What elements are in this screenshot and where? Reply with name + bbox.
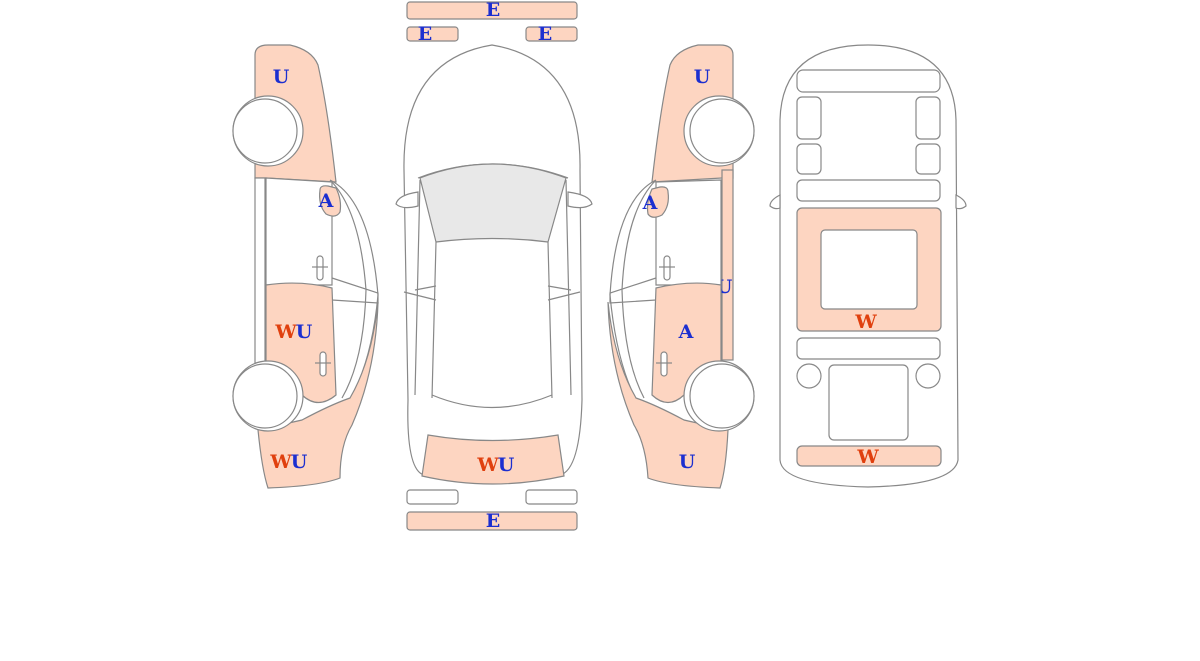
top-mirror-right[interactable] xyxy=(567,191,593,209)
top-side-lines xyxy=(403,179,581,399)
left-mirror-code: A xyxy=(318,190,334,212)
left-front-door-handle[interactable] xyxy=(316,255,324,281)
interior-floor-code: W xyxy=(854,311,877,333)
interior-front-right-small[interactable] xyxy=(915,143,941,175)
rear-bumper[interactable] xyxy=(406,511,578,531)
front-bumper-code: E xyxy=(486,0,500,21)
headlight-right-code: E xyxy=(538,23,552,45)
left-rocker[interactable] xyxy=(254,177,266,364)
right-rear-quarter[interactable] xyxy=(607,301,729,489)
interior-trunk[interactable] xyxy=(796,445,942,467)
top-trunk-code-w: W xyxy=(476,454,499,476)
left-b-pillar xyxy=(331,277,379,304)
rear-bumper-group: E xyxy=(406,489,578,532)
right-mirror-code: A xyxy=(642,192,658,214)
right-rear-wheel[interactable] xyxy=(689,363,755,429)
interior-front-right-seat[interactable] xyxy=(915,96,941,140)
interior-rear-bench[interactable] xyxy=(796,337,941,360)
right-front-door-handle[interactable] xyxy=(663,255,671,281)
interior-dashboard[interactable] xyxy=(796,69,941,93)
front-bumper[interactable] xyxy=(406,1,578,20)
headlight-left-code: E xyxy=(418,23,432,45)
interior-mirror-left[interactable] xyxy=(769,194,781,210)
right-rocker[interactable] xyxy=(721,169,734,361)
right-front-wheel[interactable] xyxy=(689,98,755,164)
top-view: W U xyxy=(395,44,593,485)
interior-trunk-code: W xyxy=(856,446,879,468)
left-front-wheel[interactable] xyxy=(232,98,298,164)
interior-front-bench[interactable] xyxy=(796,179,941,202)
right-rear-quarter-code: U xyxy=(679,451,696,473)
left-rear-wheel[interactable] xyxy=(232,363,298,429)
left-front-fender-code: U xyxy=(273,66,290,88)
interior-view: W W xyxy=(769,44,967,488)
interior-front-left-small[interactable] xyxy=(796,143,822,175)
right-b-pillar xyxy=(609,277,657,304)
left-rear-door-code-w: W xyxy=(274,321,297,343)
right-mirror[interactable] xyxy=(646,186,669,218)
left-rear-door-handle[interactable] xyxy=(319,351,327,377)
interior-front-left-seat[interactable] xyxy=(796,96,822,140)
left-side-view: W U W U U A xyxy=(232,44,379,489)
top-rear-window xyxy=(431,394,553,409)
interior-rear-right-knob[interactable] xyxy=(915,363,941,389)
taillight-right[interactable] xyxy=(525,489,578,505)
right-side-view: U A A U U xyxy=(607,44,755,489)
headlight-left[interactable] xyxy=(406,26,459,42)
interior-mirror-right[interactable] xyxy=(955,194,967,210)
left-rear-quarter[interactable] xyxy=(257,301,379,489)
interior-floor-inner[interactable] xyxy=(820,229,918,310)
right-rear-door-code: A xyxy=(678,321,694,343)
interior-cargo[interactable] xyxy=(828,364,909,441)
top-body[interactable] xyxy=(403,44,583,476)
headlight-right[interactable] xyxy=(525,26,578,42)
top-windshield xyxy=(419,163,567,243)
top-mirror-left[interactable] xyxy=(395,191,419,209)
right-front-fender-code: U xyxy=(694,66,711,88)
top-trunk-code-u: U xyxy=(498,454,515,476)
left-rear-quarter-code-u: U xyxy=(291,451,308,473)
front-bumper-group: E E E xyxy=(406,0,578,45)
left-rear-door-code-u: U xyxy=(296,321,313,343)
top-trunk[interactable] xyxy=(421,434,565,485)
right-rear-door-handle[interactable] xyxy=(660,351,668,377)
left-rear-quarter-code-w: W xyxy=(269,451,292,473)
interior-rear-left-knob[interactable] xyxy=(796,363,822,389)
left-mirror[interactable] xyxy=(319,185,342,217)
taillight-left[interactable] xyxy=(406,489,459,505)
rear-bumper-code: E xyxy=(486,510,500,532)
